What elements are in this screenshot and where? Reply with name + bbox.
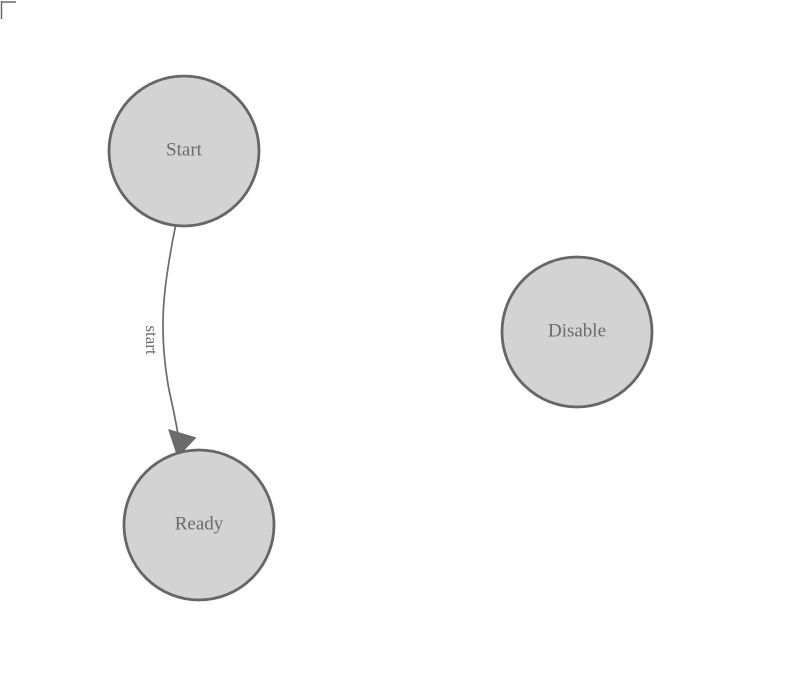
node-layer: Start Ready Disable xyxy=(107,74,654,602)
node-start-circle[interactable] xyxy=(107,74,261,228)
node-start[interactable]: Start xyxy=(107,74,261,228)
edge-start-to-ready[interactable]: start xyxy=(142,225,197,458)
node-ready-circle[interactable] xyxy=(122,448,276,602)
edge-label-start: start xyxy=(142,325,161,355)
canvas-bounds-marker xyxy=(0,1,16,19)
node-disable-label: Disable xyxy=(548,320,606,341)
node-disable[interactable]: Disable xyxy=(500,255,654,409)
node-disable-circle[interactable] xyxy=(500,255,654,409)
node-ready[interactable]: Ready xyxy=(122,448,276,602)
edge-layer: start xyxy=(142,225,197,458)
node-start-label: Start xyxy=(166,139,203,160)
arrowhead-icon xyxy=(168,429,197,458)
node-ready-label: Ready xyxy=(175,513,224,534)
